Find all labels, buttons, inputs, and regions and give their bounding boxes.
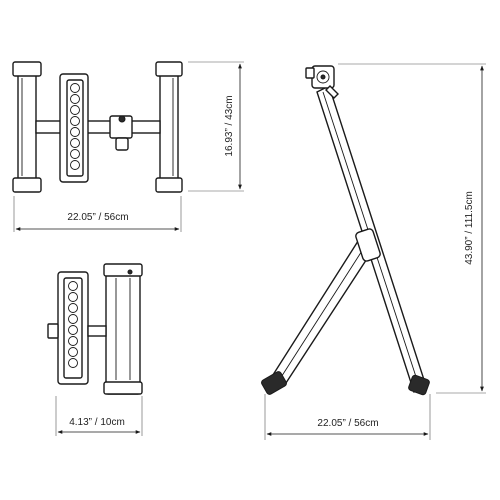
side-base-label: 22.05” / 56cm (317, 418, 378, 429)
top-width-dimension: 22.05” / 56cm (13, 196, 182, 232)
top-depth-dimension: 16.93” / 43cm (188, 61, 244, 192)
side-view-drawing (261, 65, 430, 396)
top-width-label: 22.05” / 56cm (67, 212, 128, 223)
folded-magnet-array (68, 281, 78, 368)
side-height-dimension: 43.90” / 111.5cm (338, 63, 486, 394)
side-height-label: 43.90” / 111.5cm (464, 191, 475, 265)
side-base-dimension: 22.05” / 56cm (264, 394, 431, 440)
magnet-array (70, 83, 80, 170)
folded-view-drawing (47, 263, 143, 395)
top-view-drawing (12, 61, 183, 193)
top-depth-label: 16.93” / 43cm (224, 95, 235, 156)
folded-width-label: 4.13” / 10cm (69, 417, 125, 428)
folded-width-dimension: 4.13” / 10cm (55, 396, 143, 436)
